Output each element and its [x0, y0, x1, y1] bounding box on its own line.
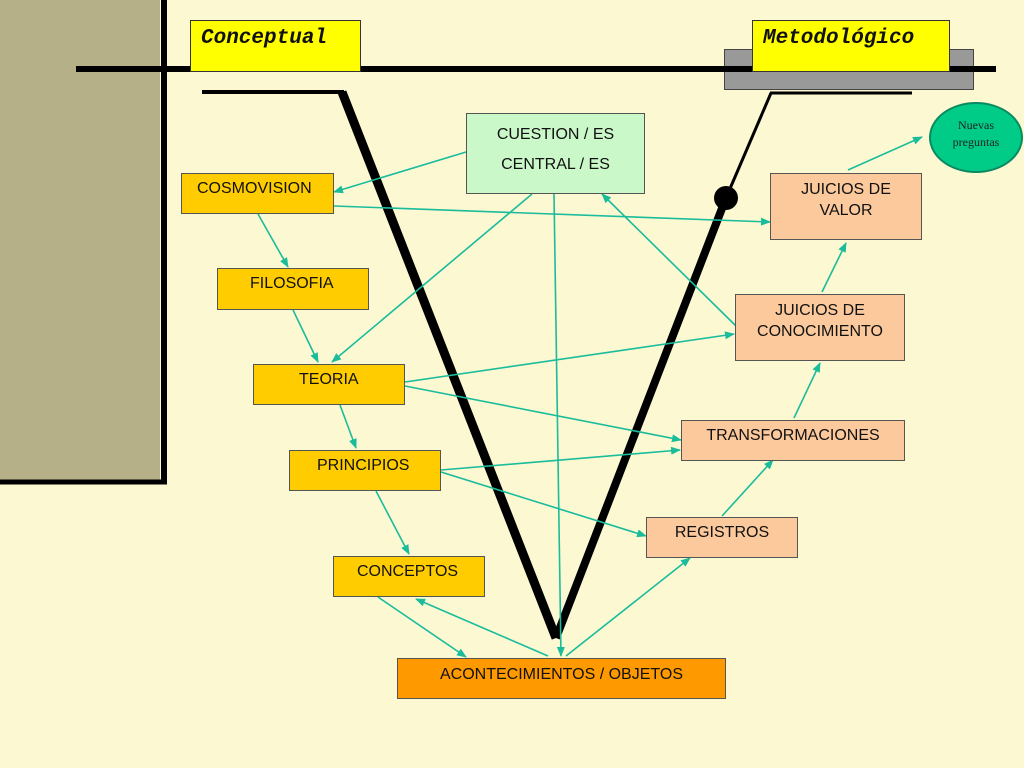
arrow-principios-to-transformaciones: [440, 446, 681, 471]
principios-box: PRINCIPIOS: [289, 450, 441, 491]
cosmovision-label: COSMOVISION: [197, 180, 312, 197]
arrow-cuestion-to-acontecimientos: [553, 193, 565, 657]
arrow-teoria-to-juicios-conocimiento: [404, 331, 735, 383]
transformaciones-label: TRANSFORMACIONES: [706, 427, 880, 444]
arrow-juicios-valor-to-nuevas-preguntas: [847, 136, 923, 171]
registros-label: REGISTROS: [674, 524, 770, 541]
transformaciones-box: TRANSFORMACIONES: [681, 420, 905, 461]
arrow-principios-to-conceptos: [375, 490, 410, 555]
conceptual-header: Conceptual: [190, 20, 361, 72]
acontecimientos-box: ACONTECIMIENTOS / OBJETOS: [397, 658, 726, 699]
arrow-cosmovision-to-juicios-valor: [333, 205, 771, 226]
cosmovision-box: COSMOVISION: [181, 173, 334, 214]
acontecimientos-label: ACONTECIMIENTOS / OBJETOS: [440, 666, 683, 683]
teoria-label: TEORIA: [299, 371, 359, 388]
arrow-juicios-conocimiento-to-juicios-valor: [821, 242, 847, 293]
nuevas-preguntas-line-2: preguntas: [952, 134, 1000, 149]
teoria-box: TEORIA: [253, 364, 405, 405]
arrow-conceptos-to-acontecimientos: [377, 596, 467, 658]
arrow-juicios-conocimiento-to-cuestion: [601, 193, 737, 327]
principios-label: PRINCIPIOS: [317, 457, 410, 474]
juicios-valor-box: JUICIOS DE VALOR: [770, 173, 922, 240]
cuestion-line-1: CUESTION / ES: [496, 126, 615, 143]
v-left-arm: [337, 90, 561, 640]
arrow-group: [257, 136, 923, 658]
arrow-principios-to-registros: [440, 471, 647, 538]
arrow-transformaciones-to-juicios-conocimiento: [793, 362, 821, 419]
v-right-arm-upper: [724, 92, 773, 199]
registros-box: REGISTROS: [646, 517, 798, 558]
nuevas-preguntas-ellipse: Nuevas preguntas: [929, 102, 1023, 173]
v-right-arm: [552, 196, 730, 640]
arrow-cosmovision-to-filosofia: [257, 213, 289, 268]
metodologico-header: Metodológico: [752, 20, 950, 72]
filosofia-label: FILOSOFIA: [250, 275, 334, 292]
v-joint-dot: [714, 186, 738, 210]
juicios-valor-line-2: VALOR: [819, 202, 873, 219]
arrow-filosofia-to-teoria: [292, 309, 319, 363]
arrow-teoria-to-principios: [339, 404, 357, 449]
side-panel: [0, 0, 160, 480]
filosofia-box: FILOSOFIA: [217, 268, 369, 310]
cuestion-central-box: CUESTION / ES CENTRAL / ES: [466, 113, 645, 194]
juicios-conocimiento-line-2: CONOCIMIENTO: [757, 323, 883, 340]
arrow-cuestion-to-teoria: [331, 193, 533, 363]
juicios-conocimiento-line-1: JUICIOS DE: [775, 302, 865, 319]
nuevas-preguntas-line-1: Nuevas: [958, 118, 994, 132]
conceptos-box: CONCEPTOS: [333, 556, 485, 597]
juicios-valor-line-1: JUICIOS DE: [801, 181, 891, 198]
arrow-teoria-to-transformaciones: [404, 385, 682, 443]
arrow-acontecimientos-to-registros: [565, 557, 691, 657]
conceptos-label: CONCEPTOS: [357, 563, 459, 580]
cuestion-line-2: CENTRAL / ES: [501, 156, 610, 173]
arrow-registros-to-transformaciones: [721, 459, 774, 517]
juicios-conocimiento-box: JUICIOS DE CONOCIMIENTO: [735, 294, 905, 361]
arrow-cuestion-to-cosmovision: [333, 151, 467, 194]
arrow-acontecimientos-to-conceptos: [415, 598, 549, 657]
